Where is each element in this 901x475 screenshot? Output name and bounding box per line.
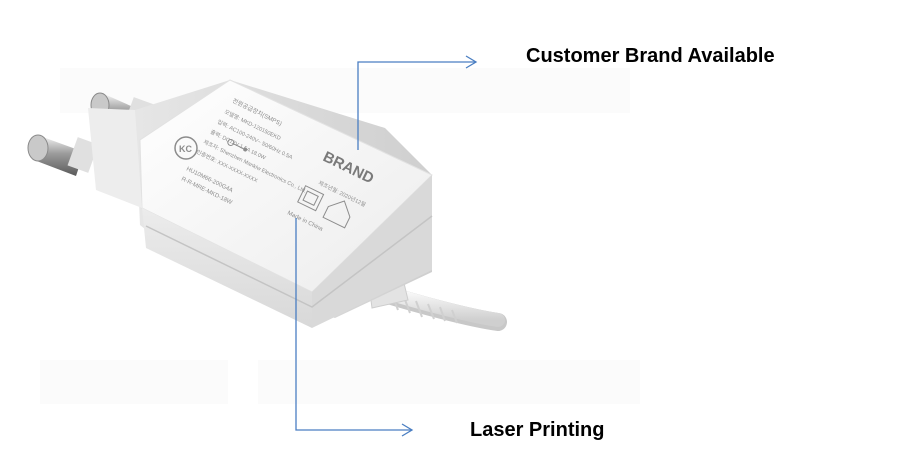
brand-callout-line bbox=[357, 55, 478, 150]
kc-mark-text: KC bbox=[179, 144, 192, 154]
double-insulation-icon bbox=[297, 185, 325, 212]
laser-printing-callout-label: Laser Printing bbox=[470, 419, 605, 441]
kc-mark-icon: KC bbox=[174, 136, 198, 160]
polarity-icon bbox=[227, 138, 248, 152]
arrowhead-right-icon bbox=[465, 55, 478, 69]
customer-brand-callout-label: Customer Brand Available bbox=[526, 45, 775, 67]
arrowhead-right-icon bbox=[401, 423, 414, 437]
laser-callout-line bbox=[295, 218, 414, 437]
indoor-use-icon bbox=[322, 200, 351, 229]
